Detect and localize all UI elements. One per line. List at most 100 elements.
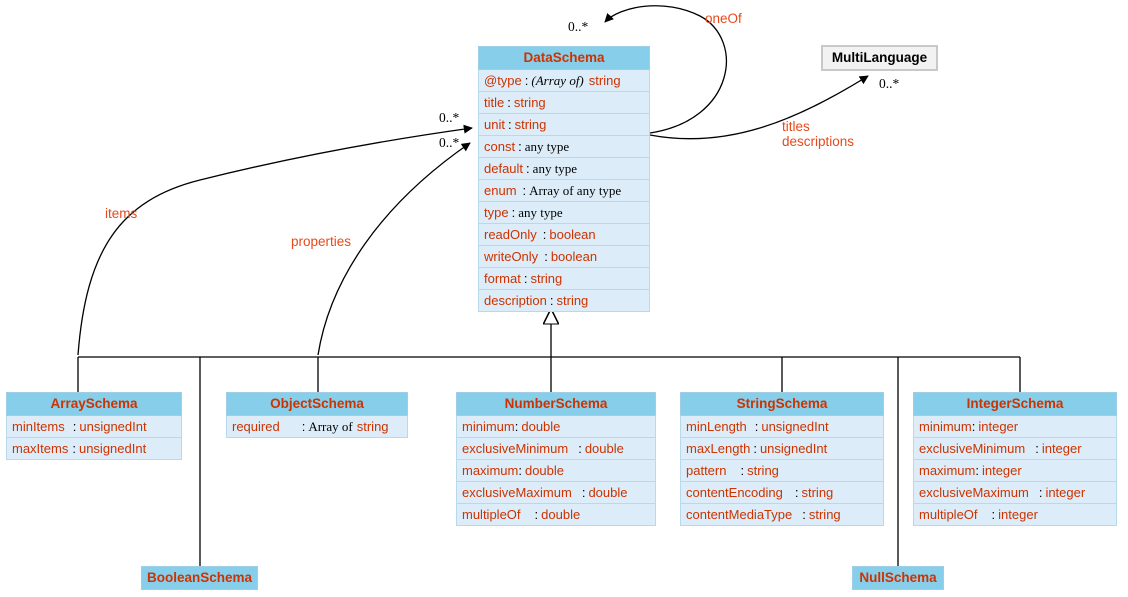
attribute-separator: :: [991, 507, 996, 522]
attribute-row: unit : string: [478, 114, 650, 136]
attribute-row: minItems : unsignedInt: [6, 416, 182, 438]
attribute-row: const : any type: [478, 136, 650, 158]
attribute-type: any type: [518, 205, 563, 220]
edge-label-properties: properties: [291, 234, 352, 249]
attribute-row: multipleOf : integer: [913, 504, 1117, 526]
attribute-type: Array of any type: [529, 183, 622, 198]
attribute-type: string: [588, 73, 621, 88]
attribute-separator: :: [753, 441, 757, 456]
attribute-type: unsignedInt: [761, 419, 829, 434]
class-title-object-schema: ObjectSchema: [226, 392, 408, 416]
attribute-separator: :: [514, 419, 519, 434]
class-box-multi-language[interactable]: MultiLanguage: [821, 45, 938, 71]
attribute-type: unsignedInt: [79, 419, 147, 434]
attribute-row: multipleOf : double: [456, 504, 656, 526]
edge-multiplicity-properties: 0..*: [439, 135, 460, 150]
attribute-row: title : string: [478, 92, 650, 114]
attribute-row: enum : Array of any type: [478, 180, 650, 202]
attribute-row: maxLength : unsignedInt: [680, 438, 884, 460]
attribute-type: unsignedInt: [759, 441, 828, 456]
attribute-row: format : string: [478, 268, 650, 290]
attribute-name: maximum: [919, 463, 976, 478]
class-title-boolean-schema: BooleanSchema: [141, 566, 258, 590]
attribute-name: minItems: [12, 419, 65, 434]
attribute-row: minLength : unsignedInt: [680, 416, 884, 438]
attribute-row: maximum : integer: [913, 460, 1117, 482]
attribute-name: type: [484, 205, 509, 220]
attribute-type: string: [513, 95, 546, 110]
attribute-separator: :: [802, 507, 806, 522]
attribute-row: default : any type: [478, 158, 650, 180]
class-box-integer-schema[interactable]: IntegerSchema minimum : integer exclusiv…: [913, 392, 1117, 526]
attribute-separator: :: [578, 441, 582, 456]
attribute-type: unsignedInt: [78, 441, 147, 456]
class-title-data-schema: DataSchema: [478, 46, 650, 70]
attribute-name: enum: [484, 183, 517, 198]
attribute-separator: :: [1038, 485, 1043, 500]
attribute-separator: :: [581, 485, 586, 500]
attribute-name: exclusiveMaximum: [919, 485, 1029, 500]
attribute-name: contentEncoding: [686, 485, 783, 500]
attribute-name: maxLength: [686, 441, 751, 456]
attribute-separator: :: [740, 463, 745, 478]
class-box-string-schema[interactable]: StringSchema minLength : unsignedInt max…: [680, 392, 884, 526]
class-title-number-schema: NumberSchema: [456, 392, 656, 416]
attribute-separator: :: [72, 441, 76, 456]
class-title-integer-schema: IntegerSchema: [913, 392, 1117, 416]
attribute-type: integer: [978, 419, 1019, 434]
attribute-row: contentMediaType : string: [680, 504, 884, 526]
attribute-row: contentEncoding : string: [680, 482, 884, 504]
class-box-boolean-schema[interactable]: BooleanSchema: [141, 566, 258, 590]
edge-multiplicity-one-of: 0..*: [568, 19, 589, 34]
class-title-null-schema: NullSchema: [852, 566, 944, 590]
edge-label-titles: titles: [782, 119, 810, 134]
attribute-separator: :: [507, 117, 512, 132]
attribute-type: double: [584, 441, 624, 456]
attribute-type: string: [801, 485, 834, 500]
attribute-separator: :: [542, 227, 547, 242]
attribute-name: title: [484, 95, 505, 110]
attribute-type: string: [808, 507, 841, 522]
attribute-separator: :: [301, 419, 306, 434]
edge-titles-descriptions: [649, 75, 869, 140]
attribute-separator: :: [518, 139, 522, 154]
class-title-multi-language: MultiLanguage: [831, 50, 928, 65]
attribute-type: string: [556, 293, 589, 308]
class-box-null-schema[interactable]: NullSchema: [852, 566, 944, 590]
attribute-type: any type: [524, 139, 570, 154]
attribute-row: minimum : integer: [913, 416, 1117, 438]
attribute-type: integer: [1041, 441, 1082, 456]
attribute-name: const: [484, 139, 516, 154]
attribute-name: contentMediaType: [686, 507, 793, 522]
attribute-prefix: Array of: [308, 419, 353, 434]
attribute-name: readOnly: [484, 227, 537, 242]
class-box-array-schema[interactable]: ArraySchema minItems : unsignedInt maxIt…: [6, 392, 182, 460]
attribute-name: @type: [484, 73, 522, 88]
attribute-row: exclusiveMaximum : double: [456, 482, 656, 504]
attribute-name: unit: [484, 117, 505, 132]
attribute-prefix: (Array of): [531, 73, 584, 88]
attribute-row: exclusiveMaximum : integer: [913, 482, 1117, 504]
attribute-separator: :: [522, 183, 527, 198]
attribute-name: maxItems: [12, 441, 69, 456]
attribute-row: readOnly : boolean: [478, 224, 650, 246]
edge-multiplicity-titles: 0..*: [879, 76, 900, 91]
attribute-name: default: [484, 161, 524, 176]
edge-items: [77, 124, 473, 356]
attribute-separator: :: [534, 507, 539, 522]
attribute-type: string: [514, 117, 547, 132]
attribute-type: integer: [981, 463, 1022, 478]
attribute-row: pattern : string: [680, 460, 884, 482]
attribute-name: exclusiveMinimum: [919, 441, 1026, 456]
class-box-data-schema[interactable]: DataSchema @type : (Array of) string tit…: [478, 46, 650, 312]
class-box-number-schema[interactable]: NumberSchema minimum : double exclusiveM…: [456, 392, 656, 526]
attribute-separator: :: [518, 463, 522, 478]
attribute-separator: :: [1035, 441, 1039, 456]
attribute-type: integer: [998, 507, 1038, 522]
attribute-row: maxItems : unsignedInt: [6, 438, 182, 460]
class-box-object-schema[interactable]: ObjectSchema required : Array of string: [226, 392, 408, 438]
attribute-separator: :: [754, 419, 759, 434]
attribute-separator: :: [526, 161, 530, 176]
attribute-separator: :: [507, 95, 511, 110]
